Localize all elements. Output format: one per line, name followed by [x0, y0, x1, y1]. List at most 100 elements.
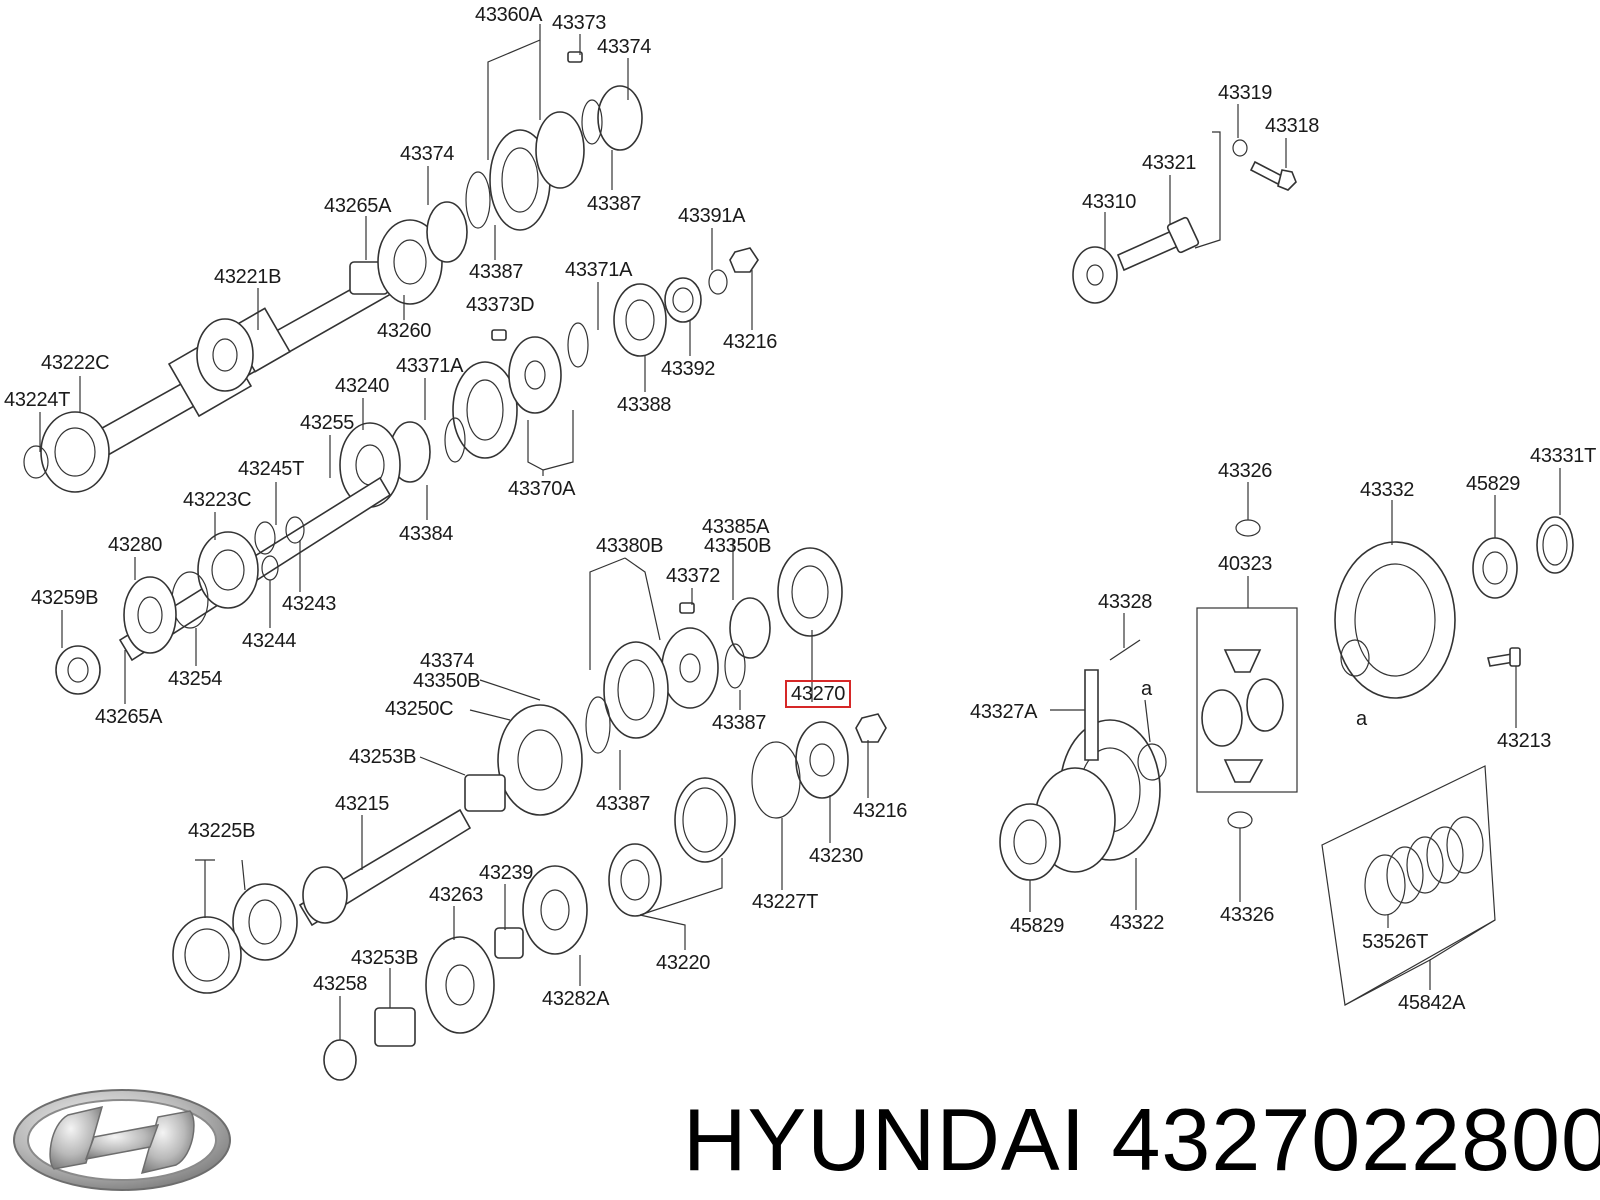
part-label-43331t: 43331T	[1530, 445, 1597, 467]
hyundai-logo	[13, 1089, 231, 1191]
washer-a-right	[1340, 639, 1370, 677]
part-label-43263: 43263	[429, 884, 484, 906]
part-label-43253b: 43253B	[351, 947, 419, 969]
part-label-43350b: 43350B	[704, 535, 772, 557]
part-label-45829: 45829	[1010, 915, 1065, 937]
sleeve-43380b	[603, 627, 719, 739]
gear-43230	[795, 721, 849, 799]
part-label-a: a	[1141, 678, 1152, 700]
part-label-43280: 43280	[108, 534, 163, 556]
bearing-cup-43220	[674, 777, 736, 863]
part-label-43265a: 43265A	[324, 195, 392, 217]
part-label-43265a: 43265A	[95, 706, 163, 728]
washer-43243	[285, 516, 305, 544]
key-43373d	[491, 329, 507, 341]
snap-ring-43387-lower2	[585, 696, 611, 754]
diff-gear-kit-40323	[1196, 607, 1298, 793]
part-label-43223c: 43223C	[183, 489, 252, 511]
needle-bearing-43253b-lower	[374, 1007, 416, 1047]
nut-43216-lower	[855, 713, 887, 743]
part-label-43243: 43243	[282, 593, 337, 615]
needle-bearing-43253b	[464, 774, 506, 812]
part-label-43254: 43254	[168, 668, 223, 690]
bearing-cone-43220	[608, 843, 662, 917]
part-label-40323: 40323	[1218, 553, 1273, 575]
bearing-43223c	[197, 531, 259, 609]
gear-43221b	[196, 318, 254, 392]
part-label-43227t: 43227T	[752, 891, 819, 913]
part-label-43270: 43270	[785, 680, 852, 708]
gear-43388	[613, 283, 667, 357]
part-label-43244: 43244	[242, 630, 297, 652]
bearing-45829-right	[1472, 537, 1518, 599]
part-label-43221b: 43221B	[214, 266, 282, 288]
key-43372	[679, 602, 695, 614]
snap-ring-43224t	[23, 445, 49, 479]
shim-set-45842a	[1321, 765, 1496, 1006]
part-label-43327a: 43327A	[970, 701, 1038, 723]
part-label-43220: 43220	[656, 952, 711, 974]
ring-43350b	[729, 597, 771, 659]
part-label-43260: 43260	[377, 320, 432, 342]
snap-ring-43387-upper	[465, 171, 491, 229]
brand-part-number: HYUNDAI 4327022800	[683, 1090, 1600, 1189]
part-label-43230: 43230	[809, 845, 864, 867]
part-label-43322: 43322	[1110, 912, 1165, 934]
part-label-43371a: 43371A	[565, 259, 633, 281]
bearing-45829-left	[999, 803, 1061, 881]
washer-43326-top	[1235, 519, 1261, 537]
bearing-cup-43225b	[172, 916, 242, 994]
part-label-43374: 43374	[597, 36, 652, 58]
part-label-43328: 43328	[1098, 591, 1153, 613]
part-label-43245t: 43245T	[238, 458, 305, 480]
part-label-43326: 43326	[1218, 460, 1273, 482]
sleeve-43360a	[489, 111, 585, 231]
gear-43282a	[522, 865, 588, 955]
snap-ring-43387-lower	[724, 643, 746, 689]
part-label-43225b: 43225B	[188, 820, 256, 842]
part-label-43216: 43216	[723, 331, 778, 353]
bushing-43239	[494, 927, 524, 959]
washer-43259b	[55, 645, 101, 695]
bolt-43213	[1487, 647, 1521, 667]
gear-43265a-upper	[377, 219, 443, 305]
collar-43245t	[254, 521, 276, 555]
part-label-a: a	[1356, 708, 1367, 730]
part-label-43380b: 43380B	[596, 535, 664, 557]
ring-gear-43332	[1334, 541, 1456, 699]
part-label-43387: 43387	[712, 712, 767, 734]
part-label-43387: 43387	[596, 793, 651, 815]
part-label-43310: 43310	[1082, 191, 1137, 213]
part-label-43387: 43387	[587, 193, 642, 215]
part-label-43384: 43384	[399, 523, 454, 545]
output-shaft-43215	[298, 808, 472, 927]
part-label-43255: 43255	[300, 412, 355, 434]
part-label-43387: 43387	[469, 261, 524, 283]
sleeve-43370a	[452, 336, 562, 459]
key-43373	[567, 51, 583, 63]
part-label-43258: 43258	[313, 973, 368, 995]
gear-43263	[425, 936, 495, 1034]
part-label-43326: 43326	[1220, 904, 1275, 926]
part-label-43318: 43318	[1265, 115, 1320, 137]
part-label-43391a: 43391A	[678, 205, 746, 227]
leader-lines	[39, 24, 1561, 1040]
snap-ring-43387-top	[581, 99, 603, 145]
part-label-45842a: 45842A	[1398, 992, 1466, 1014]
washer-43319	[1232, 139, 1248, 157]
part-label-43332: 43332	[1360, 479, 1415, 501]
pin-43327a	[1084, 669, 1099, 761]
part-label-43374: 43374	[400, 143, 455, 165]
washer-a-left	[1137, 743, 1167, 781]
part-label-43240: 43240	[335, 375, 390, 397]
part-label-43253b: 43253B	[349, 746, 417, 768]
seal-43331t	[1536, 516, 1574, 574]
gear-43280	[123, 576, 177, 654]
shim-43227t	[751, 741, 801, 819]
sync-ring-43374-upper	[426, 201, 468, 263]
bolt-43318	[1249, 160, 1297, 191]
part-label-43392: 43392	[661, 358, 716, 380]
part-label-43222c: 43222C	[41, 352, 110, 374]
part-label-43372: 43372	[666, 565, 721, 587]
